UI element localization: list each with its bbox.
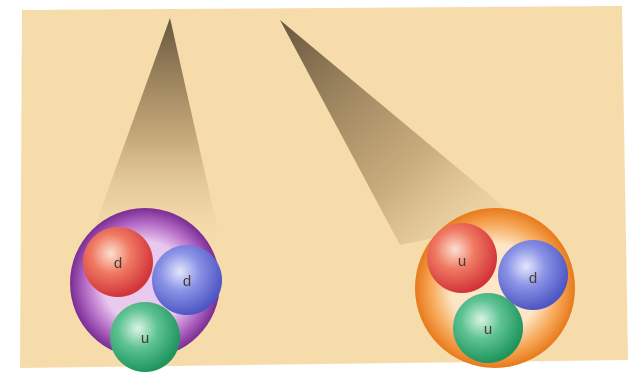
quark-label: d bbox=[114, 255, 122, 272]
quark: u bbox=[453, 293, 523, 363]
quark-label: d bbox=[183, 273, 191, 290]
quark: u bbox=[427, 223, 497, 293]
right-particle: u d u bbox=[415, 208, 575, 368]
quark: d bbox=[152, 245, 222, 315]
quark-label: u bbox=[484, 321, 492, 338]
quark-label: u bbox=[141, 330, 149, 347]
quark-label: d bbox=[529, 270, 537, 287]
quark: d bbox=[498, 240, 568, 310]
quark: d bbox=[83, 227, 153, 297]
quark-label: u bbox=[458, 253, 466, 270]
quark: u bbox=[110, 302, 180, 372]
